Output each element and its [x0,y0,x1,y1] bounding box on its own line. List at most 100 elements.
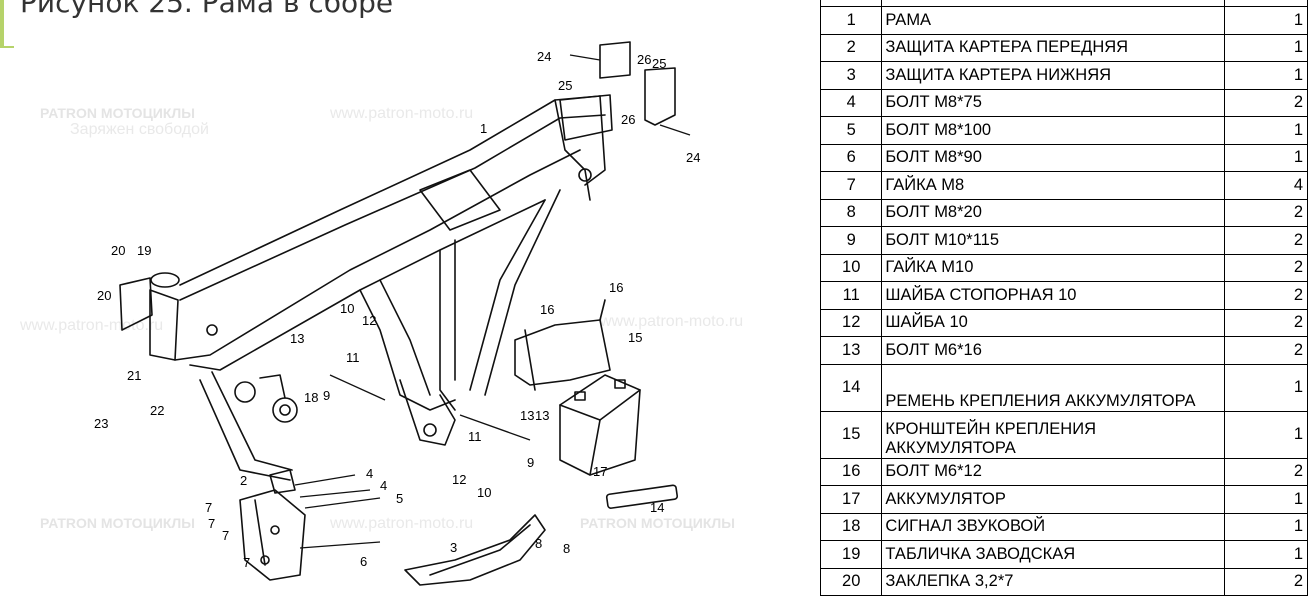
part-qty-cell: 2 [1224,308,1308,337]
part-num-cell: 14 [819,363,883,412]
part-name-cell: БОЛТ М8*90 [881,143,1226,172]
part-num-cell: 1 [819,6,883,35]
part-num-cell: 8 [819,198,883,227]
part-num-cell: 17 [819,485,883,514]
part-qty-cell: 4 [1224,171,1308,200]
part-qty-cell: 1 [1224,410,1308,459]
callout-24: 24 [686,150,700,165]
callout-26: 26 [621,112,635,127]
callout-19: 19 [137,243,151,258]
part-name-cell: ШАЙБА 10 [881,308,1226,337]
part-num-cell: 10 [819,253,883,282]
part-name-cell: СИГНАЛ ЗВУКОВОЙ [881,512,1226,541]
callout-25: 25 [652,56,666,71]
part-name-cell: БОЛТ М8*20 [881,198,1226,227]
part-qty-cell: 2 [1224,198,1308,227]
part-name-cell: ТАБЛИЧКА ЗАВОДСКАЯ [881,540,1226,569]
callout-9: 9 [323,388,330,403]
green-margin-rule [0,0,4,48]
callout-11: 11 [346,350,360,365]
bolt-24 [569,54,691,136]
callout-12: 12 [452,472,466,487]
part-name-cell: БОЛТ М6*12 [881,457,1226,486]
watermark-url: www.patron-moto.ru [329,105,473,122]
battery-bracket-15 [514,299,611,391]
callout-16: 16 [540,302,554,317]
part-name-cell: РАМА [881,6,1226,35]
callout-13: 13 [290,331,304,346]
part-name-cell: РЕМЕНЬ КРЕПЛЕНИЯ АККУМУЛЯТОРА [881,363,1226,412]
part-qty-cell: 1 [1224,33,1308,62]
callout-8: 8 [563,541,570,556]
part-num-cell: 19 [819,540,883,569]
part-qty-cell: 2 [1224,457,1308,486]
callout-14: 14 [650,500,664,515]
part-name-cell: ЗАКЛЕПКА 3,2*7 [881,567,1226,596]
part-qty-cell: 1 [1224,6,1308,35]
callout-8: 8 [535,536,542,551]
callout-10: 10 [340,301,354,316]
callout-23: 23 [94,416,108,431]
part-num-cell: 12 [819,308,883,337]
callout-2: 2 [240,473,247,488]
part-qty-cell: 2 [1224,88,1308,117]
callout-5: 5 [396,491,403,506]
part-qty-cell: 1 [1224,61,1308,90]
part-name-cell: ГАЙКА М10 [881,253,1226,282]
callout-13-b: 13 [520,408,534,423]
watermark-brand: PATRON МОТОЦИКЛЫ [40,515,195,531]
callout-25: 25 [558,78,572,93]
part-name-cell: БОЛТ М6*16 [881,336,1226,365]
part-name-cell: КРОНШТЕЙН КРЕПЛЕНИЯ АККУМУЛЯТОРА [881,410,1226,459]
part-num-cell: 7 [819,171,883,200]
watermark-brand: PATRON МОТОЦИКЛЫ [580,515,735,531]
watermark-url: www.patron-moto.ru [599,313,743,330]
callout-7: 7 [243,555,250,570]
part-name-cell: БОЛТ М8*75 [881,88,1226,117]
bolt-5 [304,497,381,509]
part-qty-cell: 1 [1224,143,1308,172]
part-qty-cell: 1 [1224,116,1308,145]
part-num-cell: 16 [819,457,883,486]
part-qty-cell: 2 [1224,253,1308,282]
watermark-brand: PATRON МОТОЦИКЛЫ [40,105,195,121]
green-margin-tick [0,46,14,48]
part-qty-cell: 1 [1224,512,1308,541]
part-num-cell: 18 [819,512,883,541]
part-qty-cell: 1 [1224,485,1308,514]
part-num-cell: 2 [819,33,883,62]
battery-17 [559,374,641,476]
callout-18: 18 [304,390,318,405]
part-num-cell: 15 [819,410,883,459]
callout-16: 16 [609,280,623,295]
watermark-slogan: Заряжен свободой [70,121,209,138]
callout-26: 26 [637,52,651,67]
watermark-layer: PATRON МОТОЦИКЛЫ Заряжен свободой www.pa… [19,105,743,532]
figure-heading: Рисунок 25. Рама в сборе [20,0,394,19]
watermark-url: www.patron-moto.ru [329,515,473,532]
bolt-6 [299,541,381,549]
part-qty-cell: 2 [1224,226,1308,255]
frame-assembly-diagram: PATRON МОТОЦИКЛЫ Заряжен свободой www.pa… [19,41,743,586]
part-num-cell: 5 [819,116,883,145]
part-name-cell: ЗАЩИТА КАРТЕРА ПЕРЕДНЯЯ [881,33,1226,62]
part-name-cell: БОЛТ М10*115 [881,226,1226,255]
watermark-url: www.patron-moto.ru [19,317,163,334]
callout-11: 11 [468,429,482,444]
callout-13: 13 [535,408,549,423]
callout-20: 20 [111,243,125,258]
